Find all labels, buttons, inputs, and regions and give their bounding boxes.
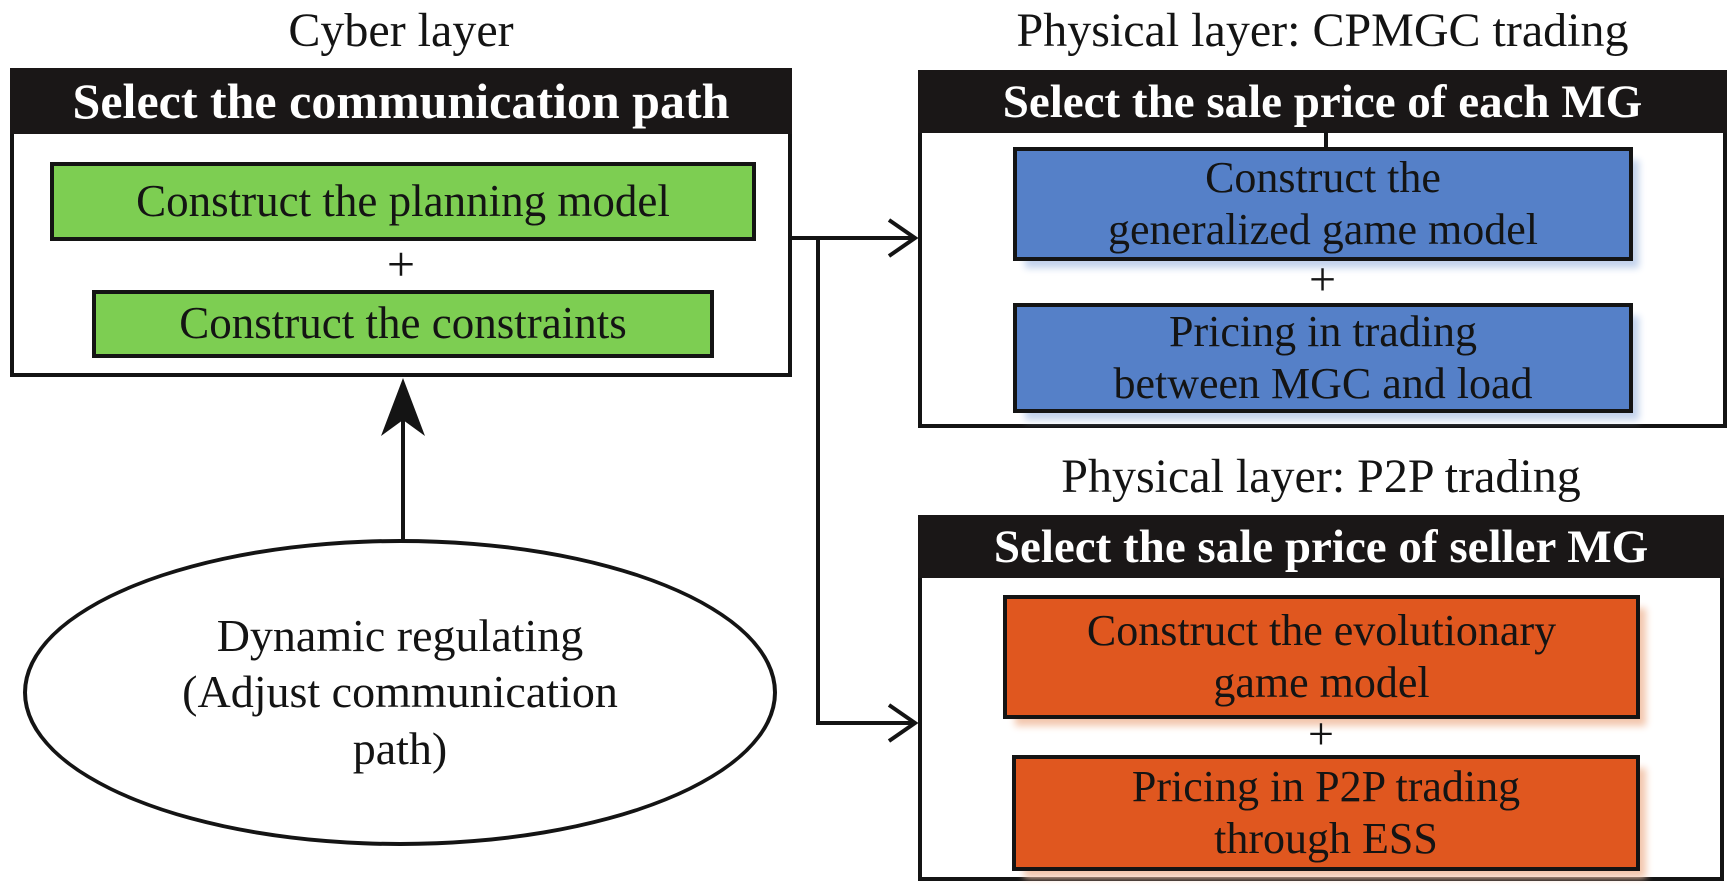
evolutionary-game-model-box: Construct the evolutionary game model <box>1003 595 1640 719</box>
p2p-header-bar: Select the sale price of seller MG <box>918 515 1724 578</box>
arrowhead-up <box>381 378 425 436</box>
p2p-plus-sign: + <box>1308 708 1334 759</box>
p2p-layer-title: Physical layer: P2P trading <box>1061 449 1581 503</box>
cyber-layer-title: Cyber layer <box>288 3 514 57</box>
dynamic-regulating-ellipse: Dynamic regulating (Adjust communication… <box>23 539 777 846</box>
cpmgc-layer-title: Physical layer: CPMGC trading <box>1016 3 1629 57</box>
cpmgc-header-bar: Select the sale price of each MG <box>918 70 1727 133</box>
cyber-to-cpmgc-arrow <box>792 218 919 258</box>
arrowhead-right-bottom <box>887 703 919 743</box>
cyber-header-bar: Select the communication path <box>10 68 792 134</box>
p2p-pricing-box: Pricing in P2P trading through ESS <box>1012 755 1640 871</box>
ellipse-to-cyber-arrow <box>381 378 425 541</box>
mgc-load-pricing-box: Pricing in trading between MGC and load <box>1013 303 1633 413</box>
arrowhead-right-top <box>887 218 919 258</box>
generalized-game-model-box: Construct the generalized game model <box>1013 147 1633 261</box>
cyber-to-p2p-arrow <box>816 238 919 743</box>
constraints-box: Construct the constraints <box>92 290 714 358</box>
cpmgc-plus-sign: + <box>1308 253 1337 306</box>
planning-model-box: Construct the planning model <box>50 162 756 241</box>
cyber-plus-sign: + <box>386 236 416 292</box>
